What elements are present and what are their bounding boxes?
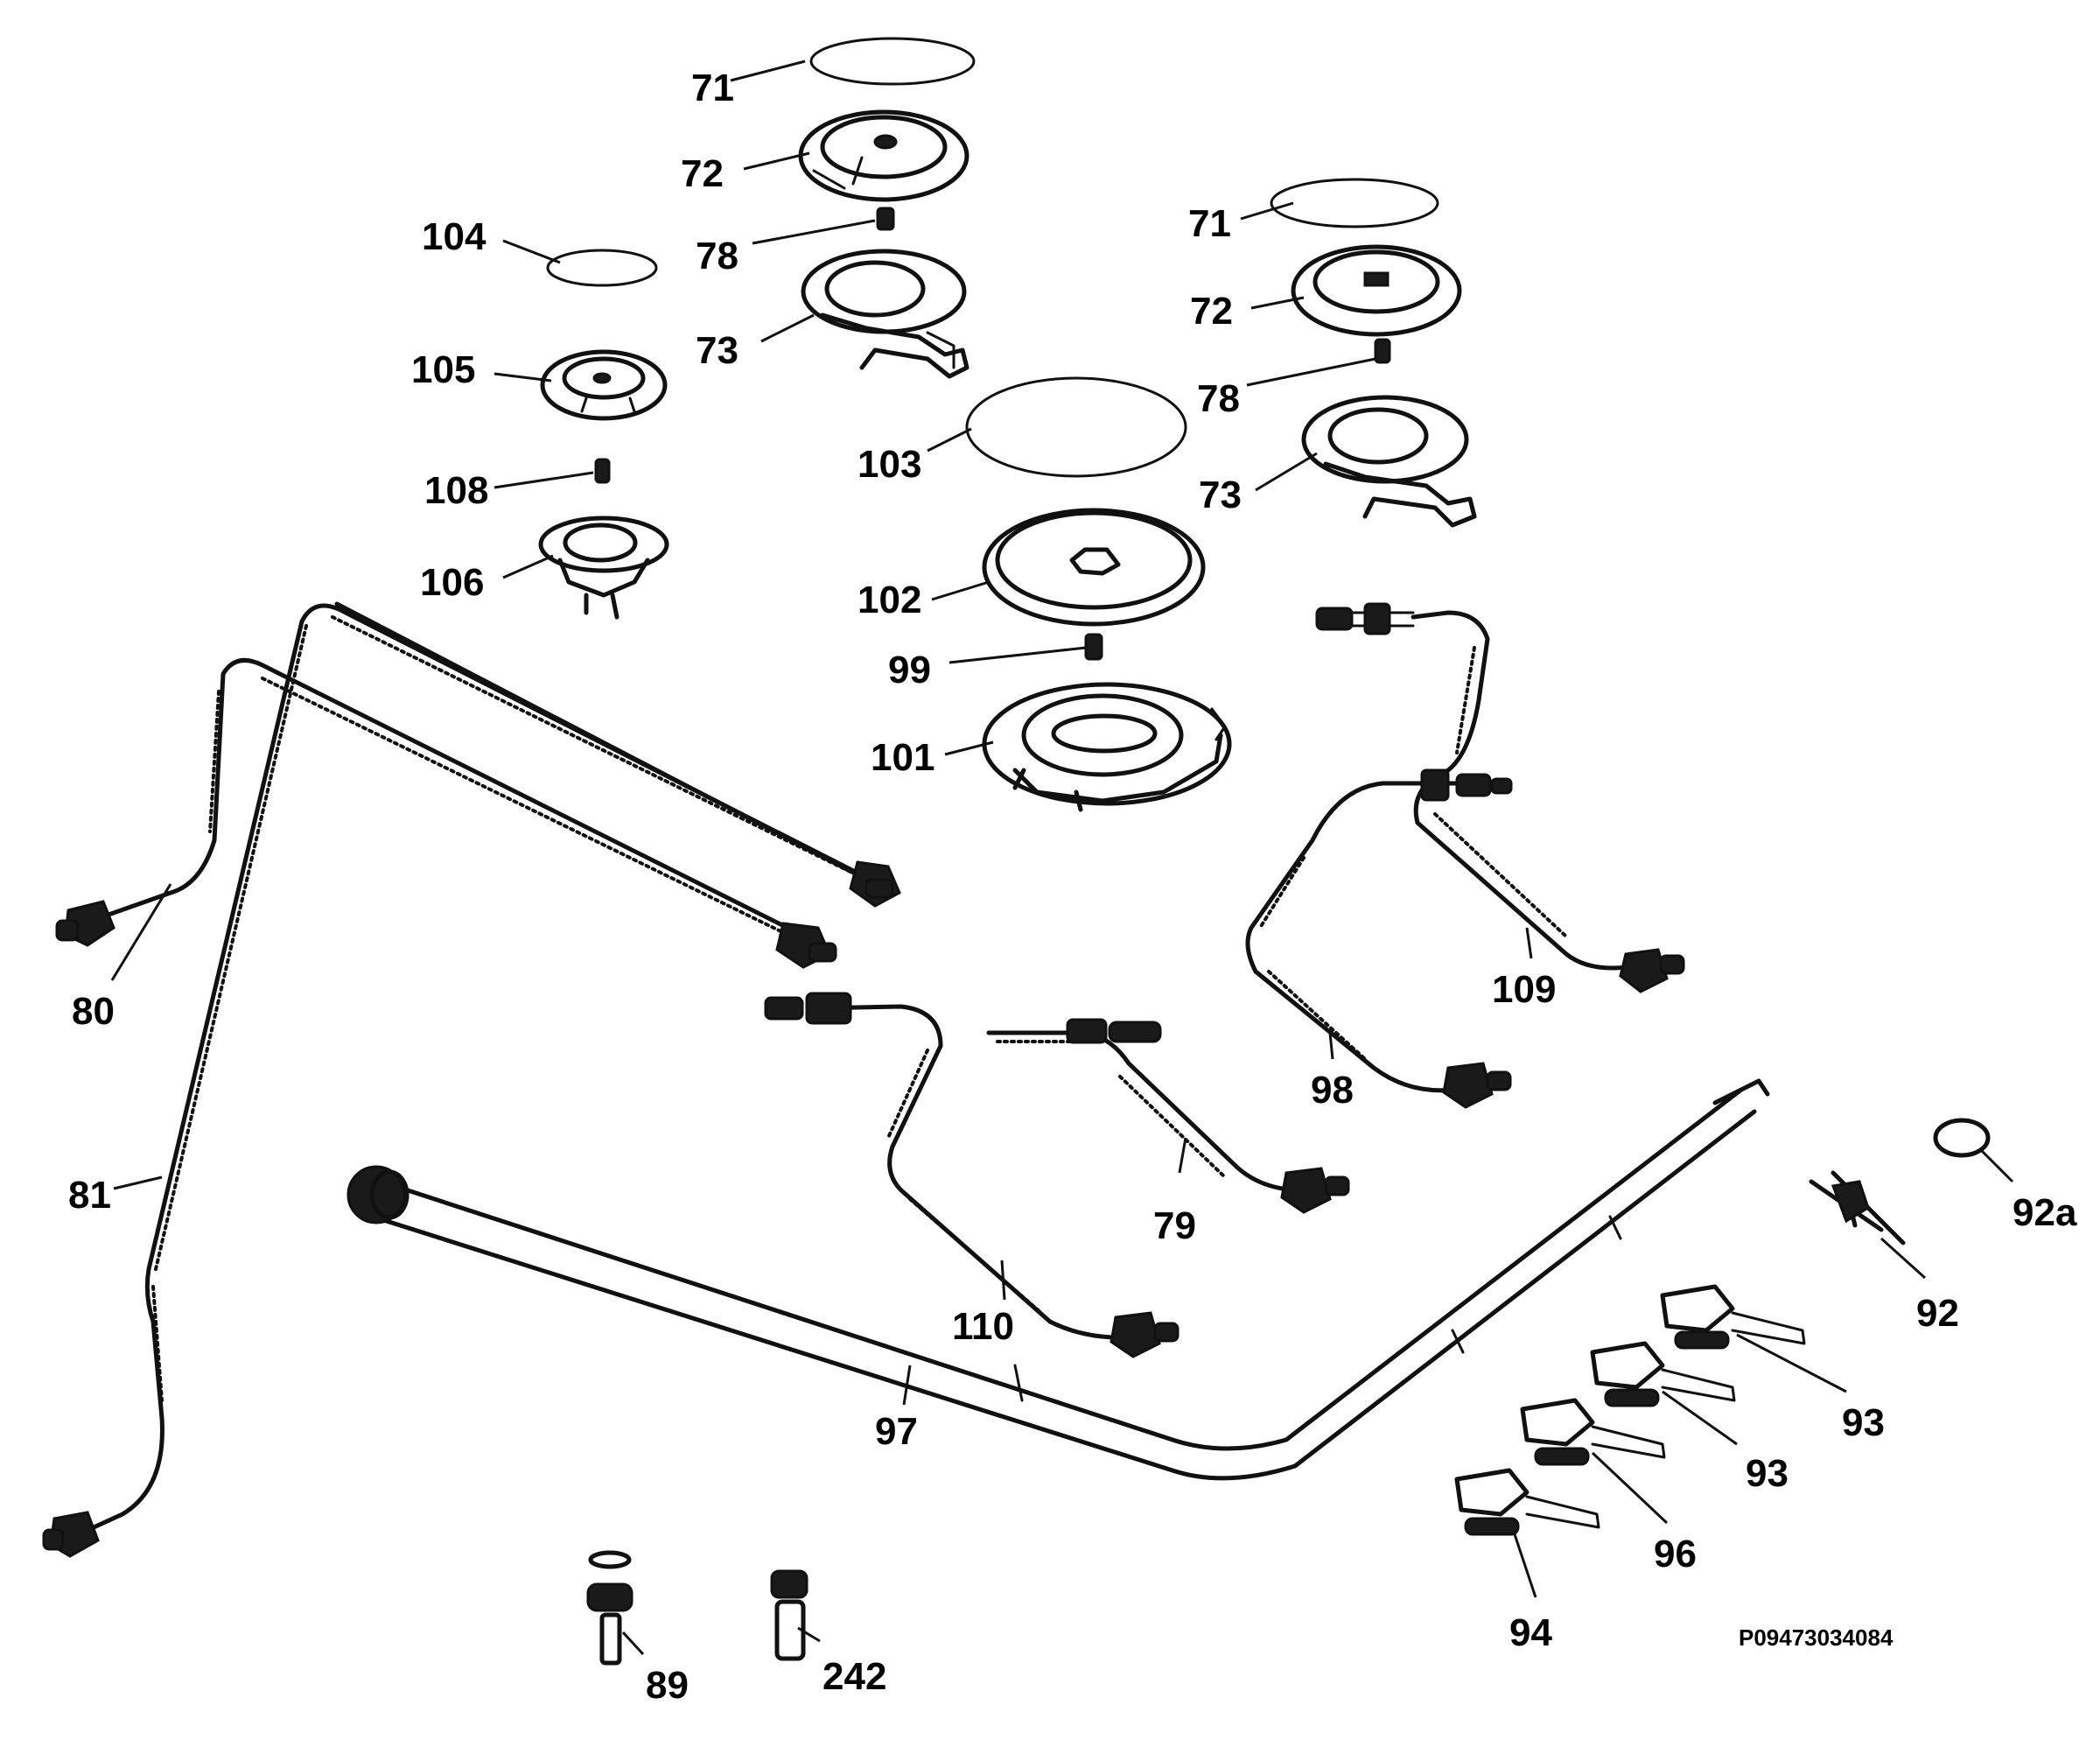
- callout-72: 72: [681, 152, 724, 195]
- callout-101: 101: [871, 736, 934, 779]
- part-97-gas-manifold: [346, 1078, 1770, 1481]
- part-79-gas-pipe: [986, 1018, 1350, 1214]
- part-73-burner-base-right: [1301, 395, 1477, 528]
- callout-109: 109: [1492, 968, 1556, 1011]
- part-78-injector-right: [1374, 338, 1391, 364]
- callout-labels: 71 72 78 73 104 105 108 106 71 72 78 73 …: [68, 67, 2077, 1707]
- callout-104: 104: [422, 215, 486, 258]
- document-code: P09473034084: [1739, 1624, 1894, 1651]
- part-109-gas-pipe: [1315, 602, 1685, 993]
- part-103-cap-ring-large: [965, 376, 1187, 478]
- part-108-injector-small: [594, 458, 611, 484]
- part-72-burner-cap-right: [1291, 244, 1462, 337]
- callout-242: 242: [822, 1655, 886, 1698]
- part-73-burner-base-upper: [801, 249, 970, 379]
- part-80-gas-pipe: [55, 657, 837, 969]
- callout-89: 89: [646, 1664, 689, 1707]
- part-94-gas-tap: [1454, 1468, 1600, 1536]
- callout-108: 108: [424, 469, 488, 512]
- callout-98: 98: [1311, 1069, 1354, 1112]
- callout-110: 110: [952, 1305, 1014, 1348]
- part-93-gas-tap-a: [1660, 1284, 1806, 1350]
- part-98-gas-pipe: [1245, 768, 1513, 1109]
- part-106-burner-base-small: [538, 516, 669, 620]
- part-78-injector-upper: [876, 207, 895, 231]
- part-96-gas-tap: [1520, 1398, 1666, 1466]
- callout-102: 102: [858, 579, 921, 621]
- callout-92a: 92a: [2012, 1191, 2077, 1234]
- part-242-fitting: [770, 1569, 808, 1661]
- part-81-gas-pipe-long: [42, 601, 901, 1558]
- callout-78: 78: [1197, 377, 1240, 420]
- callout-94: 94: [1509, 1611, 1552, 1654]
- part-110-gas-pipe: [764, 992, 1180, 1358]
- callout-79: 79: [1153, 1204, 1196, 1247]
- callout-71: 71: [1188, 202, 1231, 245]
- part-93-gas-tap-b: [1590, 1341, 1736, 1407]
- part-105-burner-cap-small: [540, 349, 668, 421]
- callout-96: 96: [1654, 1533, 1697, 1575]
- callout-80: 80: [72, 990, 115, 1033]
- callout-81: 81: [68, 1174, 111, 1217]
- callout-72: 72: [1190, 290, 1233, 333]
- part-72-burner-cap-upper: [798, 109, 970, 202]
- callout-99: 99: [888, 649, 931, 691]
- part-71-cap-ring-upper: [809, 37, 976, 86]
- part-102-burner-cap-large: [982, 508, 1206, 627]
- leader-lines: [110, 60, 2014, 1656]
- callout-106: 106: [420, 561, 484, 604]
- callout-73: 73: [1199, 474, 1242, 516]
- callout-105: 105: [411, 348, 475, 391]
- callout-78: 78: [696, 235, 738, 277]
- callout-93: 93: [1746, 1452, 1788, 1495]
- callout-71: 71: [691, 67, 734, 109]
- part-92a-seal-ring: [1933, 1118, 1991, 1158]
- callout-92: 92: [1916, 1292, 1959, 1335]
- callout-93: 93: [1842, 1401, 1885, 1444]
- part-89-fitting: [586, 1550, 634, 1666]
- callout-103: 103: [858, 443, 921, 486]
- part-92-thermocouple-clip: [1809, 1170, 1906, 1245]
- part-71-cap-ring-right: [1270, 178, 1439, 228]
- part-101-burner-base-large: [982, 682, 1232, 812]
- callout-73: 73: [696, 329, 738, 372]
- part-104-cap-ring-small: [546, 249, 658, 287]
- part-99-injector-large: [1084, 633, 1103, 661]
- callout-97: 97: [875, 1410, 918, 1453]
